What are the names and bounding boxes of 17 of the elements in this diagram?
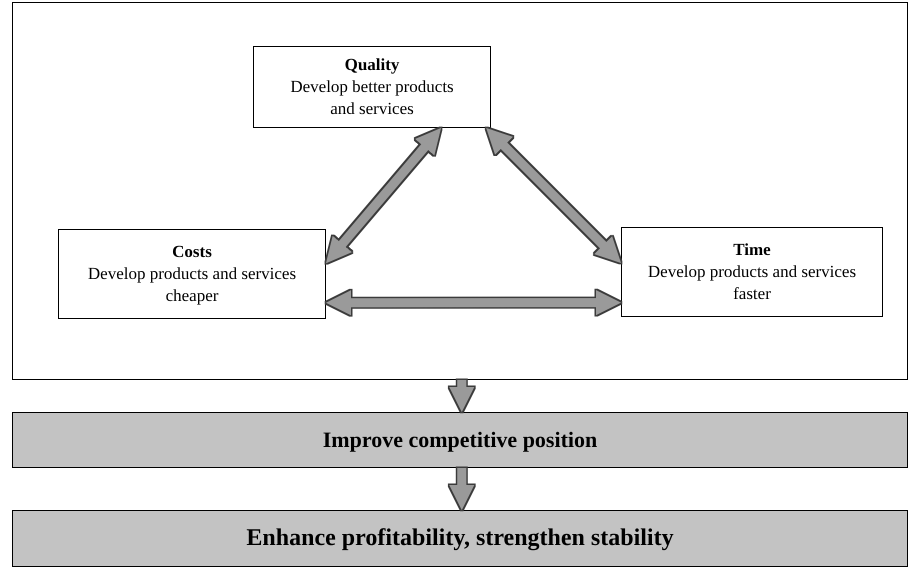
box-heading: Costs	[172, 240, 212, 263]
double-arrow	[326, 290, 621, 316]
band-label: Enhance profitability, strengthen stability	[246, 525, 674, 552]
process-box	[621, 227, 883, 317]
arrow	[449, 468, 474, 510]
process-box	[58, 229, 326, 319]
box-text: Develop products and services faster	[646, 260, 858, 306]
box-text: Develop better products and services	[289, 76, 455, 120]
box-heading: Time	[733, 238, 771, 261]
arrow	[449, 380, 474, 412]
diagram-frame	[12, 2, 908, 380]
box-heading: Quality	[344, 54, 400, 76]
process-box	[253, 46, 491, 128]
band-label: Improve competitive position	[322, 427, 598, 453]
result-band	[12, 510, 908, 567]
result-band	[12, 412, 908, 468]
box-text: Develop products and services cheaper	[86, 262, 298, 308]
